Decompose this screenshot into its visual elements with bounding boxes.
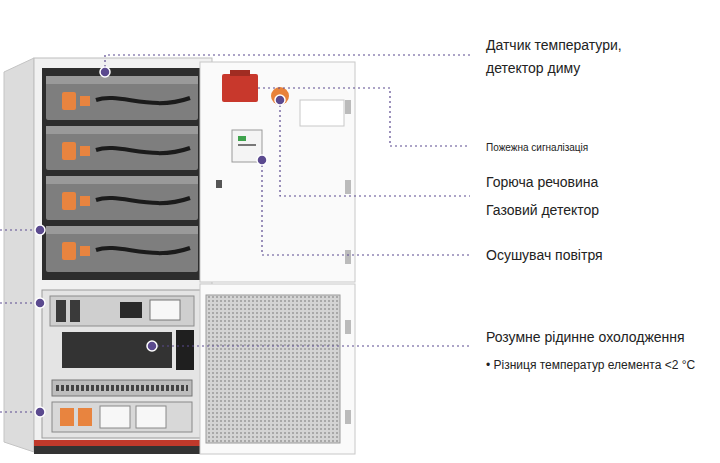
callout-label: • Різниця температур елемента <2 °C bbox=[486, 354, 720, 377]
door-hinges bbox=[216, 100, 351, 424]
callout-dots bbox=[35, 67, 285, 417]
upper-door bbox=[200, 62, 355, 282]
electrical-bay bbox=[42, 290, 202, 438]
battery-bay bbox=[42, 68, 202, 280]
cabinet-side bbox=[4, 58, 34, 452]
leader-lines bbox=[0, 55, 470, 412]
gas-detector bbox=[271, 87, 289, 105]
fire-alarm-top bbox=[230, 70, 250, 76]
lower-door bbox=[200, 284, 355, 454]
fire-alarm bbox=[222, 74, 258, 102]
cabinet-plinth bbox=[34, 446, 212, 454]
callout-label: Датчик температури, детектор диму bbox=[486, 34, 646, 80]
control-box bbox=[300, 100, 344, 126]
battery-modules bbox=[46, 76, 198, 272]
callout-label: Осушувач повітря bbox=[486, 244, 716, 267]
callout-label: Розумне рідинне охолодження bbox=[486, 326, 720, 349]
dehumidifier-slot bbox=[238, 144, 256, 146]
liquid-cooling-grille bbox=[206, 295, 340, 443]
cabinet-base bbox=[34, 440, 212, 446]
callout-label: Горюча речовина bbox=[486, 171, 716, 194]
callout-label: Пожежна сигналізація bbox=[486, 136, 716, 159]
cabinet-frame bbox=[34, 58, 212, 450]
callout-label: Газовий детектор bbox=[486, 199, 716, 222]
electrical-parts bbox=[50, 296, 194, 432]
dehumidifier-led bbox=[238, 136, 246, 141]
